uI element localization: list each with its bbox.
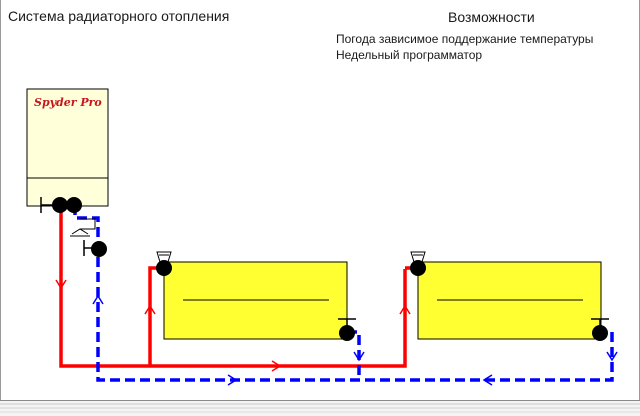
valve-icon — [156, 260, 172, 276]
boiler-brand: Spyder Pro — [34, 96, 102, 109]
pump-icon — [83, 240, 107, 257]
boiler-icon: Spyder Pro — [26, 88, 109, 207]
flow-arrow-icon — [399, 304, 411, 315]
flow-arrow-icon — [606, 351, 618, 362]
valve-icon — [338, 318, 356, 341]
valve-icon — [40, 197, 82, 213]
features-heading: Возможности — [448, 9, 535, 25]
feature-item-programmer: Недельный программатор — [336, 48, 483, 62]
floor-hatch — [0, 401, 640, 416]
flow-arrow-icon — [271, 360, 282, 372]
mixing-valve-icon — [70, 218, 96, 237]
feature-item-weather: Погода зависимое поддержание температуры — [336, 32, 594, 46]
flow-arrow-icon — [353, 351, 365, 362]
valve-icon — [591, 318, 609, 341]
flow-arrow-icon — [92, 294, 104, 305]
radiator-icon — [417, 261, 602, 340]
diagram-title: Система радиаторного отопления — [8, 8, 230, 24]
valve-icon — [410, 260, 426, 276]
radiator-icon — [163, 261, 348, 340]
flow-arrow-icon — [144, 304, 156, 315]
flow-arrow-icon — [482, 374, 493, 386]
flow-arrow-icon — [227, 374, 238, 386]
flow-arrow-icon — [55, 279, 67, 290]
